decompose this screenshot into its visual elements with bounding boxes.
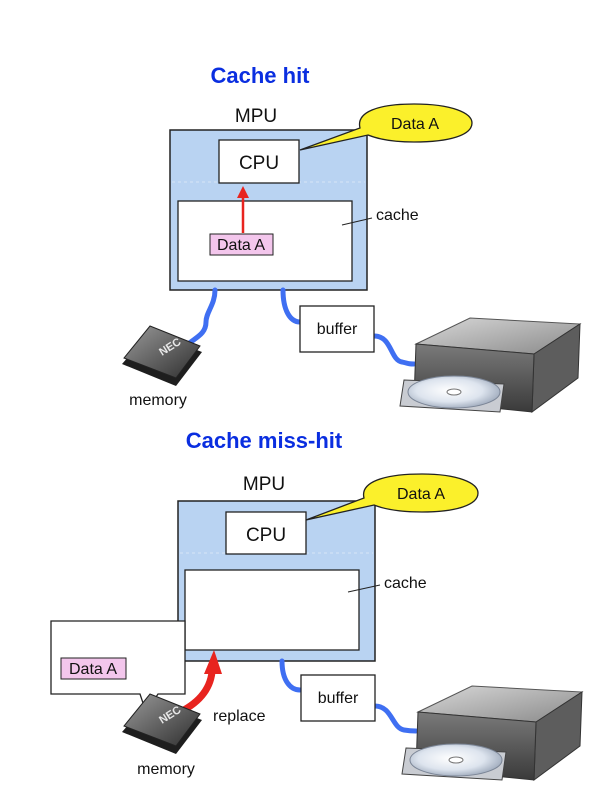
memory-data-label: Data A bbox=[69, 661, 117, 678]
memory-cable bbox=[183, 287, 218, 349]
data-speech-bubble bbox=[305, 473, 479, 521]
panel-cache-hit: Cache hit MPU CPU cache Data A Data A bu… bbox=[122, 63, 582, 414]
panel-title: Cache miss-hit bbox=[186, 428, 343, 453]
panel-cache-miss-hit: Cache miss-hit MPU CPU cache Data A Data… bbox=[50, 428, 584, 782]
memory-chip-icon: NEC bbox=[122, 325, 202, 386]
cpu-label: CPU bbox=[246, 525, 286, 546]
disc-drive-icon bbox=[399, 317, 582, 414]
bubble-text: Data A bbox=[397, 486, 445, 503]
memory-label: memory bbox=[129, 392, 187, 409]
mpu-label: MPU bbox=[243, 474, 285, 495]
buffer-box bbox=[300, 674, 376, 722]
cpu-box bbox=[225, 511, 307, 555]
replace-label: replace bbox=[213, 708, 266, 725]
buffer-label: buffer bbox=[317, 321, 358, 338]
cache-data-label: Data A bbox=[217, 237, 265, 254]
bubble-text: Data A bbox=[391, 116, 439, 133]
cpu-label: CPU bbox=[239, 153, 279, 174]
read-arrow-head bbox=[237, 186, 249, 198]
memory-label: memory bbox=[137, 761, 195, 778]
drive-cable bbox=[372, 703, 419, 734]
panel-title: Cache hit bbox=[210, 63, 310, 88]
cpu-box bbox=[218, 139, 300, 184]
cache-leader-line bbox=[347, 584, 381, 593]
disc-drive-icon bbox=[401, 685, 584, 782]
buffer-label: buffer bbox=[318, 690, 359, 707]
drive-cable bbox=[371, 333, 417, 367]
cache-label: cache bbox=[384, 575, 427, 592]
cache-leader-line bbox=[341, 217, 373, 226]
cache-data-block bbox=[209, 233, 274, 256]
data-speech-bubble bbox=[299, 103, 473, 151]
mpu-label: MPU bbox=[235, 106, 277, 127]
memory-chip-icon: NEC bbox=[122, 693, 202, 754]
buffer-cable bbox=[279, 658, 303, 693]
buffer-cable bbox=[280, 287, 303, 325]
buffer-box bbox=[299, 305, 375, 353]
memory-data-block bbox=[60, 657, 127, 680]
replace-arrow-head bbox=[204, 650, 222, 674]
cache-box bbox=[184, 569, 360, 651]
cache-label: cache bbox=[376, 207, 419, 224]
